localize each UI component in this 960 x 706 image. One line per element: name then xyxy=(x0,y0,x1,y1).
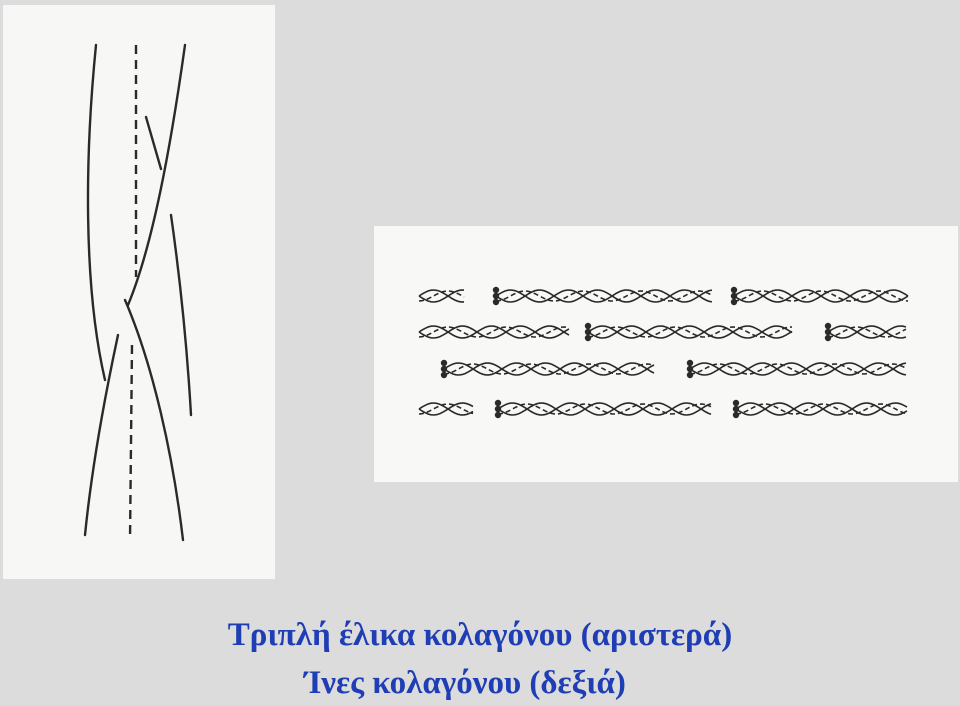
fiber-end-dot xyxy=(440,371,448,379)
fiber-strand xyxy=(587,325,793,339)
fiber-strand xyxy=(443,362,655,376)
fiber-strand xyxy=(827,325,907,339)
fiber-end-dot xyxy=(686,359,694,367)
fiber-strand xyxy=(495,289,713,303)
helix-strand-solid-c xyxy=(144,115,163,171)
fiber-end-dot xyxy=(492,286,500,294)
fiber-strand xyxy=(827,325,907,339)
fiber-end-dot xyxy=(824,334,832,342)
fiber-end-dot xyxy=(730,292,738,300)
fiber-end-dot xyxy=(584,328,592,336)
fiber-end-dot xyxy=(584,334,592,342)
fiber-strand-dashed xyxy=(418,326,570,338)
fiber-strand xyxy=(418,325,570,339)
fiber-end-dot xyxy=(686,365,694,373)
fiber-strand-dashed xyxy=(735,403,908,415)
fiber-strand xyxy=(735,402,908,416)
fiber-end-dot xyxy=(824,322,832,330)
fiber-strand-dashed xyxy=(587,326,793,338)
fiber-strand-dashed xyxy=(495,290,713,302)
fiber-end-dot xyxy=(732,411,740,419)
fiber-strand-dashed xyxy=(418,290,465,302)
fiber-strand xyxy=(418,402,474,416)
triple-helix-drawing xyxy=(83,43,193,542)
helix-strand-solid-a xyxy=(86,43,107,382)
fiber-strand-dashed xyxy=(418,403,474,415)
fiber-end-dot xyxy=(584,322,592,330)
fiber-end-dot xyxy=(730,286,738,294)
helix-strand-solid-d xyxy=(169,213,193,417)
caption-title-helix: Τριπλή έλικα κολαγόνου (αριστερά) xyxy=(227,617,733,653)
fiber-strand xyxy=(418,325,570,339)
fiber-strand xyxy=(587,325,793,339)
fiber-strand xyxy=(418,289,464,303)
fiber-end-dot xyxy=(494,405,502,413)
fiber-strand xyxy=(689,362,907,376)
fiber-end-dot xyxy=(492,298,500,306)
collagen-fibers-drawing xyxy=(418,286,909,419)
fiber-end-dot xyxy=(494,399,502,407)
fiber-end-dot xyxy=(492,292,500,300)
fiber-end-dot xyxy=(440,359,448,367)
fiber-end-dot xyxy=(440,365,448,373)
fiber-end-dot xyxy=(732,399,740,407)
fiber-end-dot xyxy=(494,411,502,419)
collagen-fibers-figure xyxy=(374,226,958,482)
fiber-strand xyxy=(497,402,712,416)
fiber-strand-dashed xyxy=(689,363,907,375)
fiber-strand-dashed xyxy=(443,363,655,375)
fiber-end-dot xyxy=(732,405,740,413)
triple-helix-figure xyxy=(3,5,275,579)
helix-strand-solid-b xyxy=(126,43,187,307)
fiber-strand xyxy=(733,289,909,303)
fiber-end-dot xyxy=(824,328,832,336)
caption-title-fibers: Ίνες κολαγόνου (δεξιά) xyxy=(304,665,626,701)
fiber-strand xyxy=(418,402,474,416)
fiber-strand xyxy=(443,362,655,376)
fiber-strand-dashed xyxy=(497,403,712,415)
fiber-strand xyxy=(497,402,712,416)
helix-strand-solid-a-lower xyxy=(123,298,185,542)
fiber-end-dot xyxy=(730,298,738,306)
fiber-end-dot xyxy=(686,371,694,379)
fiber-strand-dashed xyxy=(827,326,907,338)
helix-strand-dashed-lower xyxy=(128,344,134,541)
fiber-strand-dashed xyxy=(733,290,909,302)
helix-strand-solid-b-lower xyxy=(83,333,120,537)
